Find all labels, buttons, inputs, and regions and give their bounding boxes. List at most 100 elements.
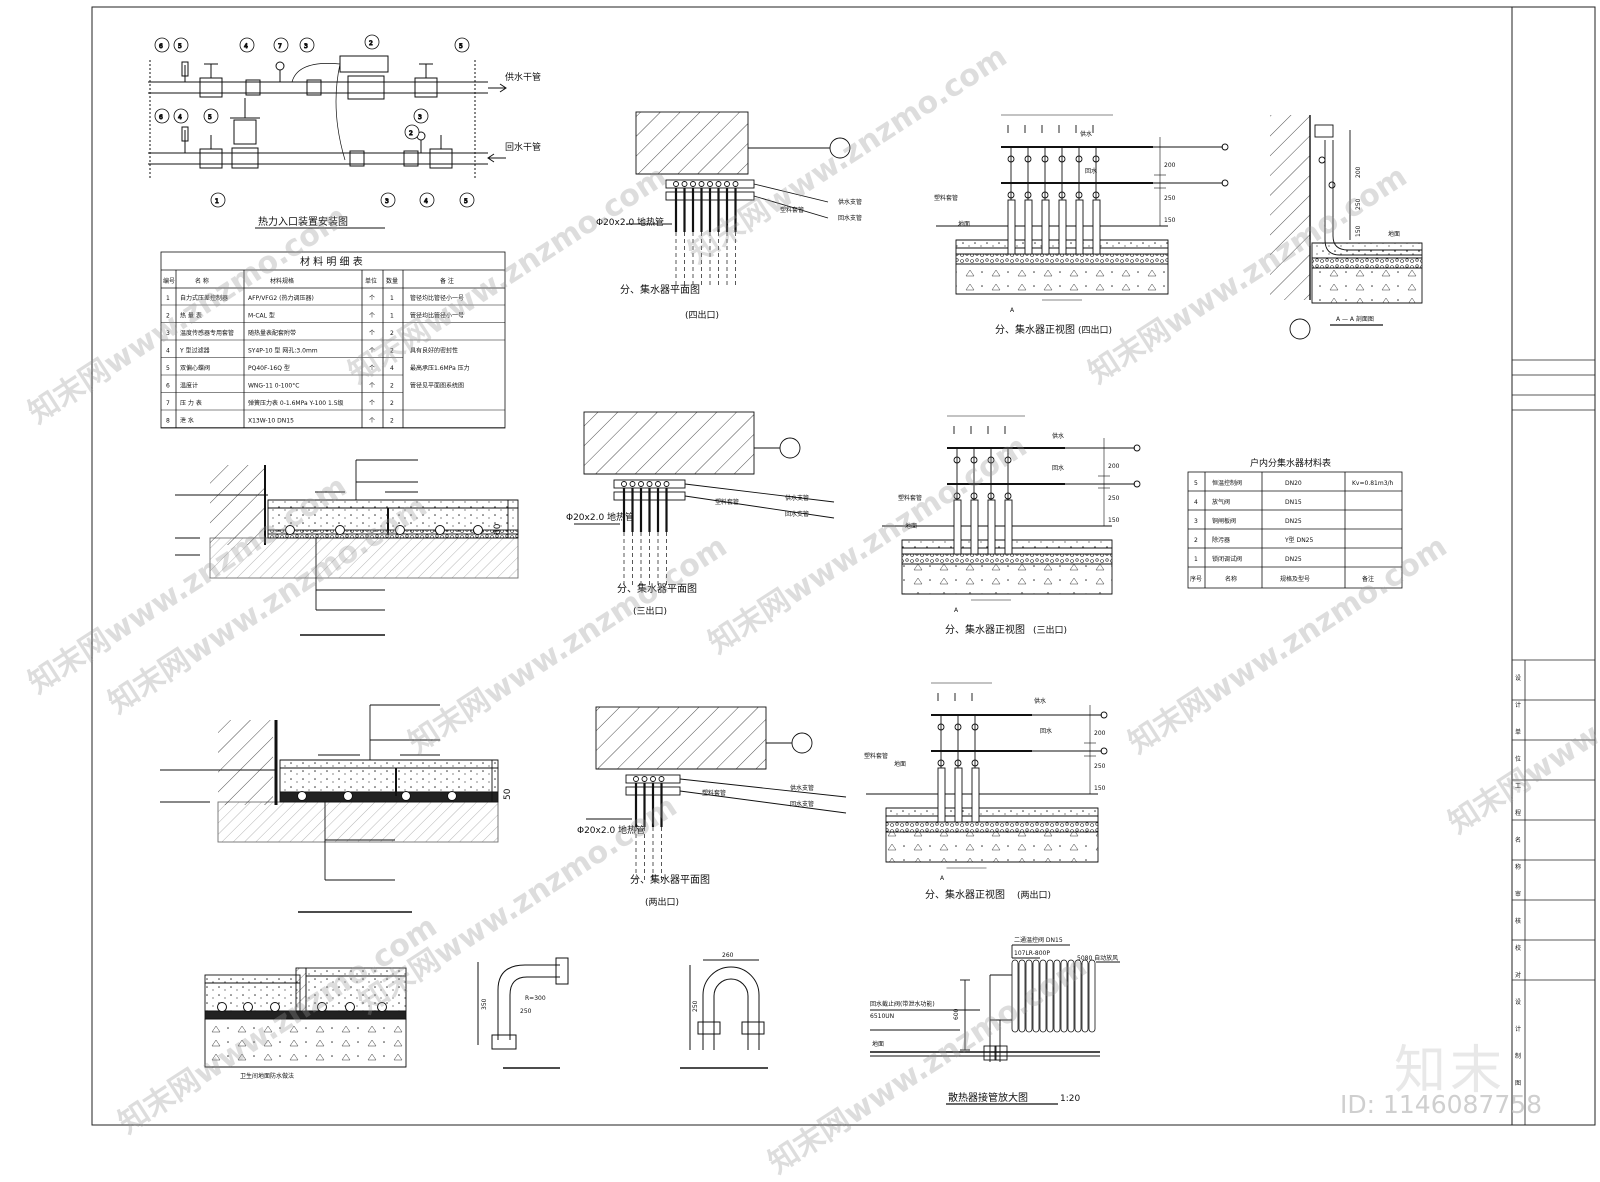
wall-hatch bbox=[595, 706, 767, 770]
plan3-title: 分、集水器平面图 bbox=[617, 582, 697, 595]
radiator-fin bbox=[1067, 959, 1075, 1033]
radiator-fin bbox=[1088, 959, 1096, 1033]
material-row-no: 3 bbox=[166, 330, 170, 337]
material-row-unit: 个 bbox=[369, 365, 375, 372]
material-row-unit: 个 bbox=[369, 295, 375, 302]
elev2-title: 分、集水器正视图 bbox=[925, 888, 1005, 901]
title-block-char: 对 bbox=[1515, 971, 1521, 979]
elev3-return: 回水 bbox=[1052, 464, 1064, 472]
material-row-note: 具有良好的密封性 bbox=[410, 347, 458, 355]
manifold-material-table bbox=[1187, 471, 1403, 589]
pipe-bend-detail bbox=[477, 957, 569, 1069]
elev3-title: 分、集水器正视图 bbox=[945, 623, 1025, 636]
mm-row-no: 5 bbox=[1194, 480, 1198, 487]
material-row-spec: AFP/VFG2 (热力调压器) bbox=[248, 294, 314, 302]
heating-pipe bbox=[243, 1002, 253, 1012]
material-header-cell: 编号 bbox=[163, 277, 175, 285]
material-row-qty: 1 bbox=[390, 295, 394, 302]
material-header-cell: 数量 bbox=[386, 277, 398, 285]
mm-row-no: 4 bbox=[1194, 499, 1198, 506]
material-row-no: 4 bbox=[166, 348, 170, 355]
brand-id: ID: 1146087758 bbox=[1340, 1090, 1543, 1119]
heating-pipe bbox=[377, 1002, 387, 1012]
bend-dim-r: R=300 bbox=[525, 995, 546, 1002]
heating-pipe bbox=[473, 525, 483, 535]
title-block-char: 名 bbox=[1515, 836, 1521, 844]
callout-number: 2 bbox=[369, 40, 373, 47]
radiator-fin bbox=[1025, 959, 1033, 1033]
manifold-plan bbox=[586, 706, 847, 882]
u-bend-detail bbox=[680, 959, 768, 1069]
mm-footer-cell: 备注 bbox=[1362, 575, 1374, 583]
mm-row-spec: Y型 DN25 bbox=[1284, 536, 1313, 544]
title-block-char: 计 bbox=[1515, 1025, 1521, 1033]
material-header-cell: 名 称 bbox=[195, 277, 209, 285]
material-row-qty: 2 bbox=[390, 383, 394, 390]
plan2-sleeve: 塑料套管 bbox=[702, 789, 726, 797]
floor-section-2 bbox=[160, 704, 499, 913]
material-row-name: 温度传感器专用套管 bbox=[180, 329, 234, 337]
plan3-pipe-label: Φ20x2.0 地热管 bbox=[566, 511, 634, 523]
radiator-detail bbox=[870, 944, 1120, 1105]
material-row-spec: WNG-11 0-100°C bbox=[248, 383, 299, 390]
radiator-scale: 1:20 bbox=[1060, 1094, 1080, 1104]
elev3-dim-200: 200 bbox=[1108, 463, 1120, 470]
radiator-fin bbox=[1060, 959, 1068, 1033]
material-row-spec: M-CAL 型 bbox=[248, 312, 275, 320]
radiator-model: 107LR-800P bbox=[1014, 950, 1050, 957]
title-block-char: 设 bbox=[1515, 674, 1521, 682]
title-block-char: 位 bbox=[1515, 755, 1521, 763]
material-row-no: 2 bbox=[166, 313, 170, 320]
radiator-valve: 二通温控阀 DN15 bbox=[1014, 936, 1063, 944]
callout-bubble bbox=[419, 192, 435, 208]
manifold-material-title: 户内分集水器材料表 bbox=[1250, 457, 1331, 469]
ubend-dim-h: 250 bbox=[692, 1000, 699, 1012]
manifold-plan bbox=[574, 411, 835, 587]
material-row-name: 压 力 表 bbox=[180, 399, 202, 407]
callout-number: 7 bbox=[278, 43, 282, 50]
material-row-qty: 1 bbox=[390, 313, 394, 320]
callout-number: 5 bbox=[464, 198, 468, 205]
mm-row-no: 3 bbox=[1194, 518, 1198, 525]
plan3-sleeve: 塑料套管 bbox=[715, 498, 739, 506]
elev4-floor: 地面 bbox=[958, 220, 970, 228]
plan4-outlet: (四出口) bbox=[685, 309, 719, 321]
radiator-fin bbox=[1046, 959, 1054, 1033]
material-row-spec: X13W-10 DN15 bbox=[248, 418, 294, 425]
wall-hatch bbox=[635, 111, 749, 175]
material-row-no: 6 bbox=[166, 383, 170, 390]
heating-pipe bbox=[270, 1002, 280, 1012]
mm-row-name: 放气阀 bbox=[1212, 498, 1230, 506]
heating-pipe bbox=[217, 1002, 227, 1012]
title-block bbox=[1512, 359, 1595, 1125]
elev3-section-mark: A bbox=[954, 607, 959, 614]
elev2-outlet: (两出口) bbox=[1017, 889, 1051, 901]
callout-bubble bbox=[273, 37, 289, 53]
mm-row-spec: DN20 bbox=[1285, 480, 1302, 487]
material-row-name: 双偏心蝶阀 bbox=[180, 364, 210, 372]
callout-bubble bbox=[173, 108, 189, 124]
title-block-char: 图 bbox=[1515, 1080, 1521, 1087]
title-block-char: 校 bbox=[1515, 944, 1521, 952]
callout-bubble bbox=[459, 192, 475, 208]
title-block-char: 核 bbox=[1515, 917, 1521, 925]
elev4-return: 回水 bbox=[1085, 167, 1097, 175]
elev4-dim-250: 250 bbox=[1164, 195, 1176, 202]
callout-bubble bbox=[404, 124, 420, 140]
section-aa-title: A — A 剖面图 bbox=[1336, 315, 1374, 323]
material-table-header: 编号名 称材料规格单位数量备 注 bbox=[163, 277, 454, 285]
mm-footer-cell: 规格及型号 bbox=[1280, 575, 1310, 583]
mm-row-spec: DN25 bbox=[1285, 518, 1302, 525]
sheet-border bbox=[91, 6, 1596, 1126]
radiator-return-note: 回水截止阀(带泄水功能) bbox=[870, 1000, 935, 1008]
plan2-supply: 供水支管 bbox=[790, 784, 814, 792]
elev2-return: 回水 bbox=[1040, 727, 1052, 735]
callout-bubble bbox=[454, 37, 470, 53]
mm-row-no: 2 bbox=[1194, 537, 1198, 544]
elev3-outlet: (三出口) bbox=[1033, 624, 1067, 636]
material-header-cell: 备 注 bbox=[440, 277, 454, 285]
radiator-pipe: 6510UN bbox=[870, 1013, 894, 1020]
plan2-title: 分、集水器平面图 bbox=[630, 873, 710, 886]
radiator-fin bbox=[1032, 959, 1040, 1033]
callout-number: 3 bbox=[418, 114, 422, 121]
